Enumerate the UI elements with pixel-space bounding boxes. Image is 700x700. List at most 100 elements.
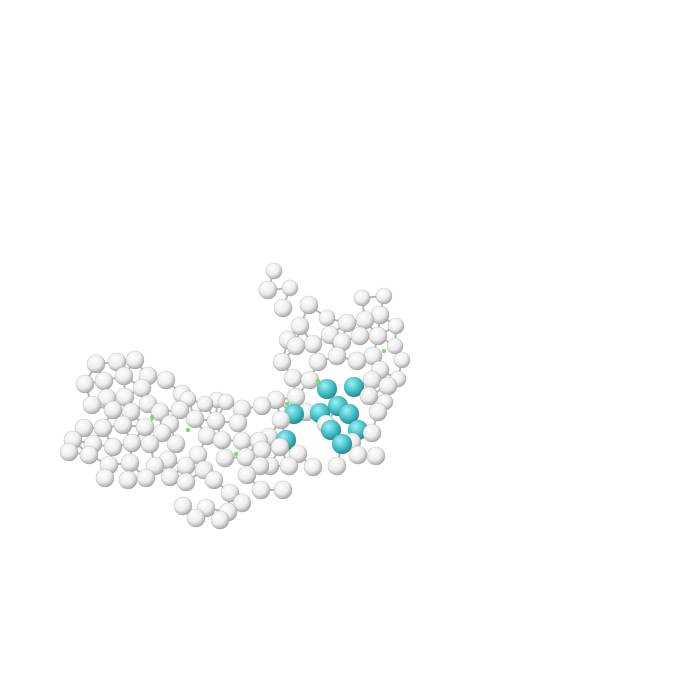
atom <box>132 378 152 398</box>
atom <box>270 437 290 457</box>
atom <box>353 289 371 307</box>
atom <box>251 480 271 500</box>
atom <box>232 431 252 451</box>
atom <box>185 409 205 429</box>
highlighted-atom <box>338 403 360 425</box>
atom <box>386 337 404 355</box>
atom <box>252 396 272 416</box>
atom <box>387 317 405 335</box>
atom <box>152 423 172 443</box>
atom <box>272 352 292 372</box>
atom <box>135 417 155 437</box>
atom <box>210 510 230 530</box>
atom <box>286 387 306 407</box>
atom <box>355 310 375 330</box>
atom <box>79 445 99 465</box>
atom <box>217 393 235 411</box>
atom <box>215 448 235 468</box>
atom <box>303 457 323 477</box>
marker-dot <box>149 414 155 420</box>
atom <box>118 470 138 490</box>
atom <box>140 434 160 454</box>
atom <box>378 376 398 396</box>
atom <box>236 447 256 467</box>
atom <box>93 418 113 438</box>
atom <box>196 395 214 413</box>
atom <box>136 468 156 488</box>
marker-dot <box>381 348 387 354</box>
atom <box>366 446 386 466</box>
atom <box>204 470 224 490</box>
atom <box>347 351 367 371</box>
atom <box>103 400 123 420</box>
atom <box>290 316 310 336</box>
atom <box>286 336 306 356</box>
atom <box>220 483 240 503</box>
atom <box>232 493 252 513</box>
atom-layer <box>59 262 411 530</box>
atom <box>375 287 393 305</box>
atom <box>258 280 278 300</box>
atom <box>250 456 270 476</box>
atom <box>368 402 388 422</box>
atom <box>362 423 382 443</box>
highlighted-atom <box>331 433 353 455</box>
atom <box>299 295 319 315</box>
atom <box>170 400 190 420</box>
atom <box>86 354 106 374</box>
atom <box>173 496 193 516</box>
highlighted-atom <box>320 419 342 441</box>
atom <box>308 352 328 372</box>
atom <box>348 445 368 465</box>
atom <box>337 313 357 333</box>
atom <box>303 334 323 354</box>
atom <box>186 508 206 528</box>
atom <box>113 415 133 435</box>
marker-dot <box>233 451 239 457</box>
atom <box>362 370 382 390</box>
atom <box>114 366 134 386</box>
atom <box>281 279 299 297</box>
atom <box>318 309 336 327</box>
atom <box>327 346 347 366</box>
marker-dot <box>185 427 191 433</box>
atom <box>271 410 291 430</box>
atom <box>393 351 411 369</box>
atom <box>327 456 347 476</box>
atom <box>125 350 145 370</box>
atom <box>95 468 115 488</box>
atom <box>176 472 196 492</box>
atom <box>176 456 196 476</box>
atom <box>359 386 379 406</box>
atom <box>228 413 248 433</box>
highlighted-atom <box>316 378 338 400</box>
atom <box>156 370 176 390</box>
atom <box>82 395 102 415</box>
atom <box>252 440 272 460</box>
atom <box>120 453 140 473</box>
atom <box>273 298 293 318</box>
atom <box>59 442 79 462</box>
atom <box>160 467 180 487</box>
atom <box>94 371 114 391</box>
atom <box>279 456 299 476</box>
atom <box>212 430 232 450</box>
atom <box>74 418 94 438</box>
atom <box>206 411 226 431</box>
highlighted-atom <box>343 376 365 398</box>
atom <box>122 433 142 453</box>
atom <box>350 326 370 346</box>
marker-layer <box>149 348 387 457</box>
atom <box>273 480 293 500</box>
atom <box>75 374 95 394</box>
marker-dot <box>315 378 321 384</box>
atom <box>237 465 257 485</box>
atom <box>368 326 388 346</box>
atom <box>103 437 123 457</box>
atom <box>283 368 303 388</box>
marker-dot <box>284 401 290 407</box>
atom <box>265 262 283 280</box>
atom <box>150 402 170 422</box>
